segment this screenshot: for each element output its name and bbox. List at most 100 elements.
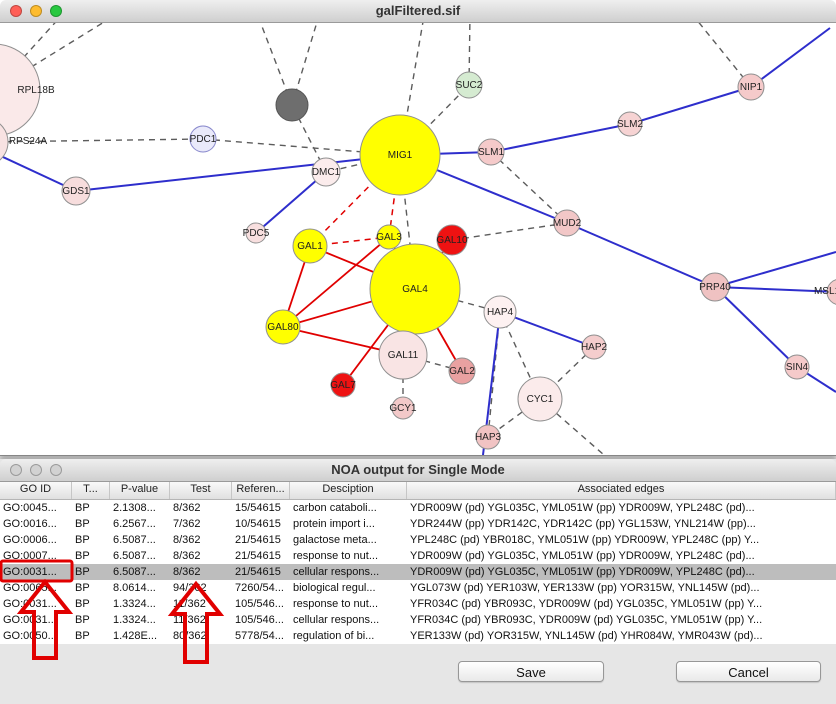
zoom-button[interactable] <box>50 464 62 476</box>
column-header-associated-edges[interactable]: Associated edges <box>407 481 836 499</box>
table-cell: BP <box>75 550 90 562</box>
node-GAL80[interactable] <box>265 309 301 345</box>
node-HAP4[interactable] <box>483 295 517 329</box>
node-unlabeled[interactable] <box>275 88 309 122</box>
column-header-p-value[interactable]: P-value <box>110 481 170 499</box>
network-edge[interactable] <box>0 3 73 90</box>
node-RPL18B[interactable] <box>0 43 41 137</box>
table-cell: BP <box>75 566 90 578</box>
cancel-button[interactable]: Cancel <box>676 661 821 682</box>
column-header-desciption[interactable]: Desciption <box>290 481 407 499</box>
column-header-referen[interactable]: Referen... <box>232 481 290 499</box>
table-cell: GO:0006... <box>3 534 57 546</box>
node-label-GAL11: GAL11 <box>388 350 419 361</box>
node-GAL7[interactable] <box>330 372 356 398</box>
network-edge[interactable] <box>75 154 401 192</box>
node-GAL3[interactable] <box>376 224 402 250</box>
node-CYC1[interactable] <box>517 376 563 422</box>
node-label-HAP3: HAP3 <box>475 432 502 443</box>
table-cell: 8/362 <box>173 566 201 578</box>
node-HAP3[interactable] <box>475 424 501 450</box>
table-cell: 6.5087... <box>113 550 156 562</box>
table-cell: BP <box>75 534 90 546</box>
zoom-button[interactable] <box>50 5 62 17</box>
table-cell: galactose meta... <box>293 534 377 546</box>
node-GCY1[interactable] <box>391 396 415 420</box>
minimize-button[interactable] <box>30 464 42 476</box>
network-edge[interactable] <box>451 222 568 241</box>
node-GAL1[interactable] <box>292 228 328 264</box>
node-GAL11[interactable] <box>378 330 428 380</box>
node-label-CYC1: CYC1 <box>527 394 554 405</box>
close-button[interactable] <box>10 464 22 476</box>
node-PDC1[interactable] <box>189 125 217 153</box>
network-edge[interactable] <box>255 171 327 234</box>
minimize-button[interactable] <box>30 5 42 17</box>
table-cell: 1.3324... <box>113 598 156 610</box>
network-edge[interactable] <box>490 123 631 153</box>
table-cell: BP <box>75 502 90 514</box>
node-label-GAL80: GAL80 <box>267 322 299 333</box>
node-DMC1[interactable] <box>311 157 341 187</box>
close-button[interactable] <box>10 5 22 17</box>
noa-window-titlebar[interactable]: NOA output for Single Mode <box>0 459 836 482</box>
network-edge[interactable] <box>714 251 836 288</box>
node-label-GAL2: GAL2 <box>449 366 475 377</box>
node-PRP40[interactable] <box>700 272 730 302</box>
node-SIN4[interactable] <box>784 354 810 380</box>
node-label-GCY1: GCY1 <box>389 403 417 414</box>
table-cell: cellular respons... <box>293 566 380 578</box>
table-cell: YFR034C (pd) YBR093C, YDR009W (pd) YGL03… <box>410 598 763 610</box>
node-NIP1[interactable] <box>737 73 765 101</box>
node-MIG1[interactable] <box>359 114 441 196</box>
table-cell: GO:0050... <box>3 630 57 642</box>
node-GAL2[interactable] <box>448 357 476 385</box>
node-GDS1[interactable] <box>61 176 91 206</box>
network-edge[interactable] <box>566 222 716 288</box>
table-cell: 11/362 <box>173 598 206 610</box>
network-edge[interactable] <box>691 13 752 88</box>
table-cell: YFR034C (pd) YBR093C, YDR009W (pd) YGL03… <box>410 614 763 626</box>
network-edge[interactable] <box>282 236 390 328</box>
save-button[interactable]: Save <box>458 661 604 682</box>
table-cell: YER133W (pd) YOR315W, YNL145W (pd) YHR08… <box>410 630 763 642</box>
network-edge[interactable] <box>490 151 568 224</box>
network-edge[interactable] <box>499 311 595 348</box>
node-MSL1[interactable] <box>826 279 836 305</box>
table-cell: 7260/54... <box>235 582 284 594</box>
column-header-t[interactable]: T... <box>72 481 110 499</box>
table-cell: 15/54615 <box>235 502 281 514</box>
table-cell: 8.0614... <box>113 582 156 594</box>
graph-window-titlebar[interactable]: galFiltered.sif <box>0 0 836 23</box>
table-cell: GO:0016... <box>3 518 57 530</box>
column-header-go-id[interactable]: GO ID <box>0 481 72 499</box>
network-edge[interactable] <box>714 286 836 293</box>
node-MUD2[interactable] <box>553 209 581 237</box>
node-GAL10[interactable] <box>436 224 468 256</box>
network-edge[interactable] <box>750 27 831 88</box>
network-edge[interactable] <box>629 86 752 125</box>
table-cell: 21/54615 <box>235 550 281 562</box>
table-cell: GO:0065... <box>3 582 57 594</box>
network-edge[interactable] <box>0 138 204 143</box>
column-header-test[interactable]: Test <box>170 481 232 499</box>
node-SLM1[interactable] <box>477 138 505 166</box>
node-SLM2[interactable] <box>617 111 643 137</box>
table-cell: GO:0031... <box>3 566 57 578</box>
node-PDC5[interactable] <box>245 222 267 244</box>
network-edge[interactable] <box>714 286 798 368</box>
node-HAP2[interactable] <box>581 334 607 360</box>
node-RPS24A[interactable] <box>0 118 9 166</box>
node-SUC2[interactable] <box>455 71 483 99</box>
